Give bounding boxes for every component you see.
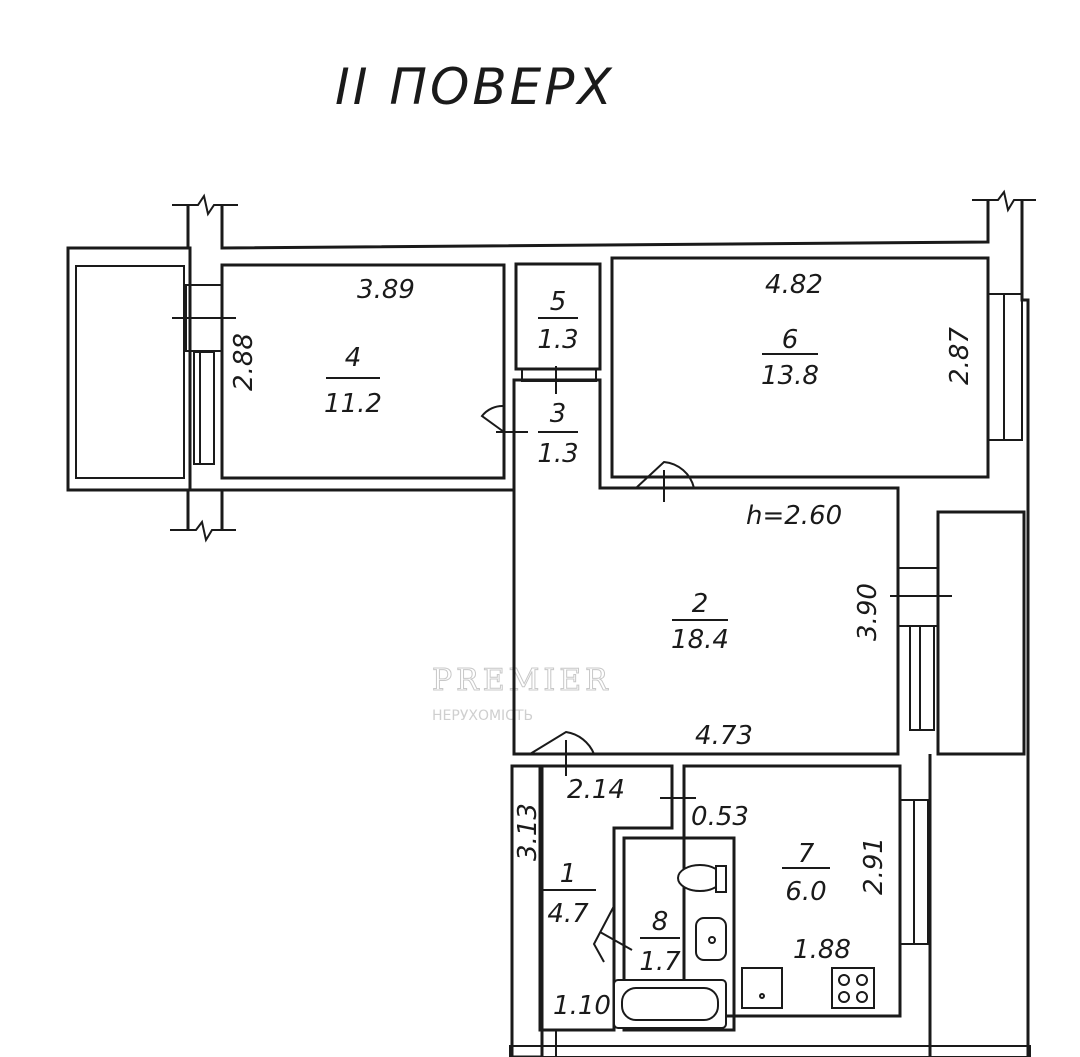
dimensions: 3.89 2.88 4.82 2.87 3.90 4.73 2.14 0.53 …	[229, 270, 975, 1021]
room-6-label: 6 13.8	[761, 325, 819, 391]
toilet-icon	[677, 864, 727, 893]
room-number: 1	[560, 859, 577, 889]
kitchen-sink-icon	[741, 967, 783, 1009]
watermark-brand: PREMIER	[432, 663, 612, 698]
room-number: 6	[782, 325, 799, 355]
room-number: 3	[550, 399, 567, 429]
doors	[480, 366, 696, 1057]
room-7-label: 7 6.0	[782, 839, 830, 907]
room-5-label: 5 1.3	[537, 287, 578, 355]
room-area: 13.8	[761, 361, 819, 391]
ceiling-height: h=2.60	[746, 501, 842, 531]
room-2-label: 2 18.4	[671, 589, 729, 655]
room-number: 4	[345, 343, 362, 373]
dim-room1-entry: 1.10	[553, 991, 611, 1021]
dim-passage: 0.53	[691, 802, 749, 832]
room-area: 18.4	[671, 625, 729, 655]
room-area: 11.2	[324, 389, 382, 419]
bathtub-icon	[613, 979, 727, 1029]
dim-room6-width: 4.82	[765, 270, 823, 300]
room-number: 5	[550, 287, 567, 317]
room-area: 4.7	[547, 899, 589, 929]
dim-room2-depth: 3.90	[853, 583, 883, 641]
walls	[66, 189, 1036, 1057]
room-3-label: 3 1.3	[537, 399, 578, 469]
room-1-label: 1 4.7	[540, 859, 596, 929]
room-area: 1.3	[537, 439, 578, 469]
watermark: PREMIER НЕРУХОМІСТЬ	[432, 663, 612, 725]
room-area: 6.0	[785, 877, 826, 907]
room-4-label: 4 11.2	[324, 343, 382, 419]
room-number: 2	[692, 589, 709, 619]
dim-room6-depth: 2.87	[945, 327, 975, 385]
room-8-label: 8 1.7	[639, 907, 681, 977]
room-number: 8	[652, 907, 669, 937]
room-labels: 4 11.2 5 1.3 3 1.3 6 13.8 2 18.4 1 4.7	[324, 287, 830, 977]
stove-icon	[831, 967, 875, 1009]
sink-icon	[695, 917, 727, 961]
watermark-sub: НЕРУХОМІСТЬ	[432, 708, 533, 724]
dim-room4-depth: 2.88	[229, 333, 259, 391]
dim-room7-depth: 2.91	[859, 837, 889, 895]
room-area: 1.3	[537, 325, 578, 355]
fixtures	[613, 864, 875, 1029]
dim-room1-depth: 3.13	[513, 803, 543, 861]
room-area: 1.7	[639, 947, 681, 977]
dim-room2-width: 4.73	[695, 721, 753, 751]
dim-room7-width: 1.88	[793, 935, 851, 965]
room-number: 7	[798, 839, 815, 869]
dim-room4-width: 3.89	[357, 275, 415, 305]
dim-room1-width: 2.14	[567, 775, 625, 805]
floor-title: II ПОВЕРХ	[335, 58, 615, 116]
